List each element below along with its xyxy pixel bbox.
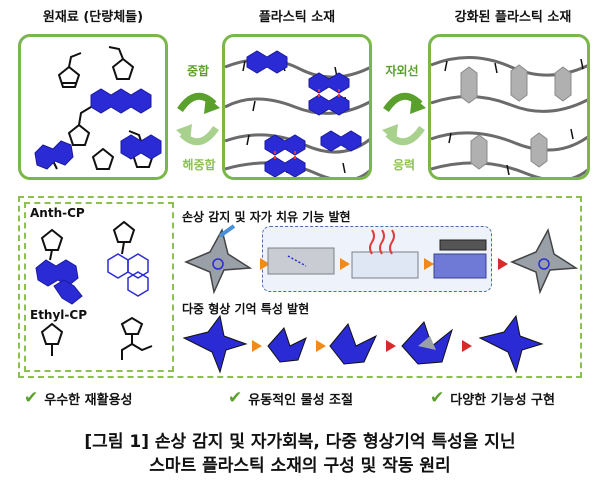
benefit-label: 유동적인 물성 조절 [248, 392, 353, 408]
plastic-panel [222, 34, 372, 180]
reinforced-stage-title: 강화된 플라스틱 소재 [454, 10, 572, 25]
uv-label: 자외선 [385, 64, 419, 78]
benefit-label: 다양한 기능성 구현 [450, 392, 555, 408]
monomer-stage-title: 원재료 (단량체들) [42, 10, 144, 25]
shape-memory-feature-title: 다중 형상 기억 특성 발현 [182, 302, 310, 316]
checkmark-icon: ✔ [430, 388, 445, 408]
depolymerization-label: 해중합 [182, 158, 216, 172]
plastic-stage-title: 플라스틱 소재 [258, 10, 336, 25]
benefit-multifunctionality: ✔ 다양한 기능성 구현 [430, 388, 555, 408]
anth-cp-label: Anth-CP [30, 206, 85, 220]
monomer-panel [18, 34, 168, 180]
healing-feature-title: 손상 감지 및 자가 치유 기능 발현 [182, 210, 351, 224]
anth-cp-structure-illustration [35, 220, 149, 305]
monomer-illustration [34, 46, 162, 170]
checkmark-icon: ✔ [24, 388, 39, 408]
uv-arrow-icon [383, 92, 426, 114]
depolymerization-arrow-icon [176, 124, 219, 146]
benefit-tunable-properties: ✔ 유동적인 물성 조절 [228, 388, 353, 408]
monomer-detail-box [24, 202, 174, 372]
checkmark-icon: ✔ [228, 388, 243, 408]
figure-caption-line-1: [그림 1] 손상 감지 및 자가회복, 다중 형상기억 특성을 지닌 [84, 432, 516, 452]
shape-memory-illustration [182, 314, 544, 374]
stress-label: 응력 [392, 158, 416, 172]
reinforced-panel [428, 34, 590, 180]
benefit-recyclability: ✔ 우수한 재활용성 [24, 388, 133, 408]
reinforced-network-illustration [431, 56, 587, 177]
ethyl-cp-label: Ethyl-CP [30, 308, 87, 322]
polymerization-label: 중합 [186, 64, 210, 78]
figure-caption-line-2: 스마트 플라스틱 소재의 구성 및 작동 원리 [149, 456, 451, 476]
healing-process-illustration [184, 224, 579, 295]
polymer-network-illustration [225, 50, 369, 177]
polymerization-arrow-icon [177, 92, 220, 114]
feature-container [18, 196, 582, 378]
stress-arrow-icon [382, 124, 425, 146]
benefit-label: 우수한 재활용성 [44, 392, 133, 408]
ethyl-cp-structure-illustration [40, 316, 153, 360]
